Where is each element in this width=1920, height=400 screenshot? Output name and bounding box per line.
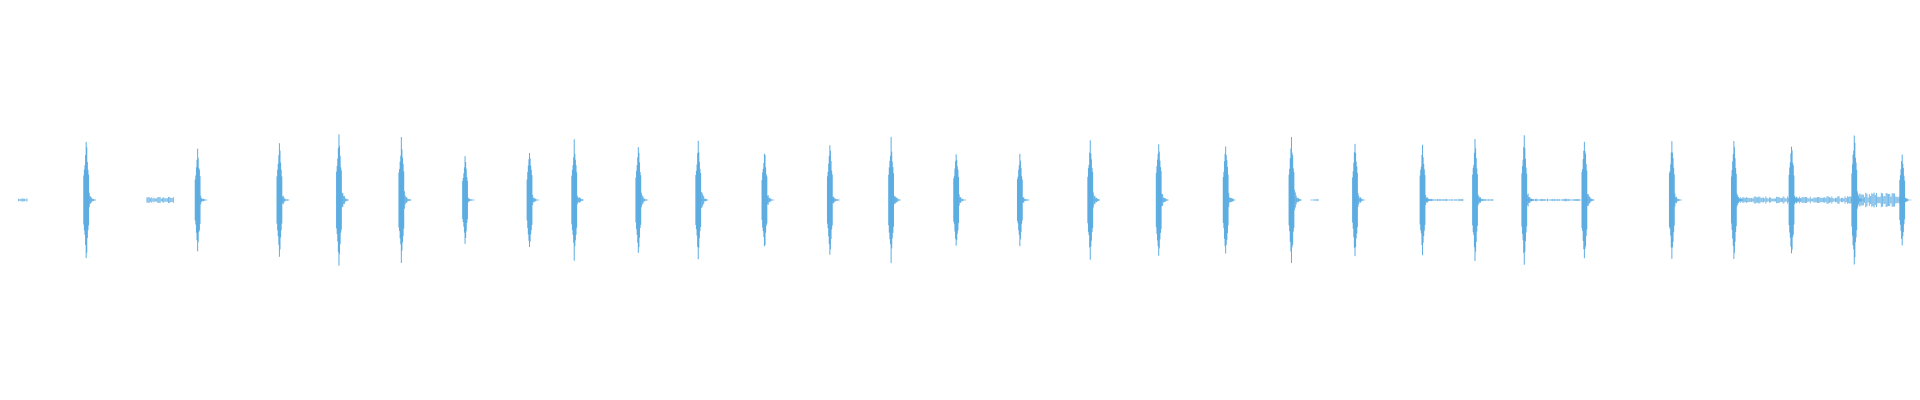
waveform-trace [18,134,1913,266]
